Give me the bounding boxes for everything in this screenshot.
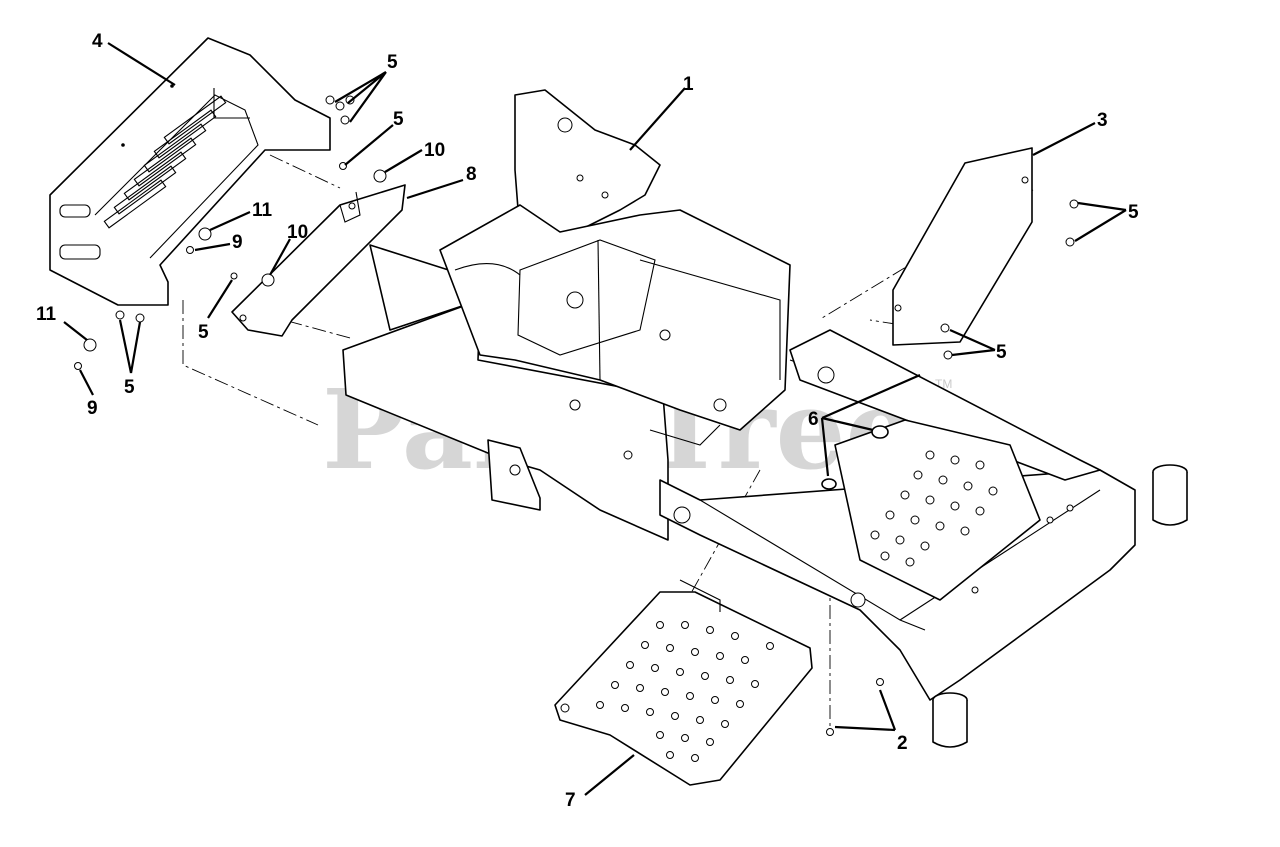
hardware bbox=[74, 95, 1079, 736]
callout-9-lower: 9 bbox=[87, 398, 98, 419]
callout-2: 2 bbox=[897, 733, 908, 754]
part-8-bracket bbox=[231, 184, 406, 337]
part-1-main-frame bbox=[342, 89, 1188, 748]
callout-5-upper: 5 bbox=[393, 109, 404, 130]
callout-5-right-upper: 5 bbox=[1128, 202, 1139, 223]
callout-10-lower: 10 bbox=[287, 222, 308, 243]
callout-8: 8 bbox=[466, 164, 477, 185]
callout-3: 3 bbox=[1097, 110, 1108, 131]
callout-5-right-lower: 5 bbox=[996, 342, 1007, 363]
leader-lines bbox=[63, 42, 1127, 796]
callout-10-upper: 10 bbox=[424, 140, 445, 161]
callout-5-left: 5 bbox=[124, 377, 135, 398]
callout-9-upper: 9 bbox=[232, 232, 243, 253]
assembly-lines bbox=[182, 154, 1034, 730]
callout-1: 1 bbox=[683, 74, 694, 95]
floor-pan-holes bbox=[870, 450, 1074, 594]
callout-5-bracket: 5 bbox=[198, 322, 209, 343]
callout-11-left: 11 bbox=[36, 304, 57, 325]
part-7-step-plate bbox=[554, 579, 813, 786]
callout-11-upper: 11 bbox=[252, 200, 273, 221]
callout-4: 4 bbox=[92, 31, 103, 52]
callout-labels: 1 2 3 4 5 5 5 5 5 5 6 7 8 9 9 10 10 11 1… bbox=[36, 31, 1139, 811]
callout-7: 7 bbox=[565, 790, 576, 811]
callout-5-top: 5 bbox=[387, 52, 398, 73]
callout-6: 6 bbox=[808, 409, 819, 430]
cover-vent-slots bbox=[103, 95, 227, 229]
part-4-front-cover bbox=[49, 37, 331, 306]
step-plate-holes bbox=[596, 621, 774, 762]
part-3-side-panel bbox=[892, 147, 1033, 346]
